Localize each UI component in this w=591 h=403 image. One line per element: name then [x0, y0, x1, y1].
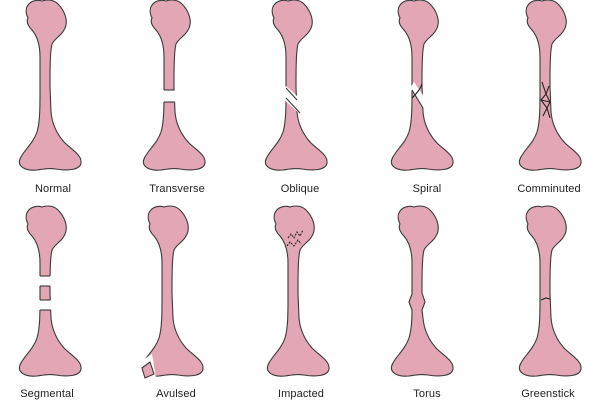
bone-greenstick — [519, 206, 581, 376]
bone-torus — [391, 206, 453, 376]
label-transverse: Transverse — [122, 183, 232, 195]
bone-comminuted — [519, 0, 581, 170]
bone-impacted — [267, 206, 329, 376]
label-greenstick: Greenstick — [493, 388, 591, 400]
label-comminuted: Comminuted — [494, 183, 591, 195]
label-impacted: Impacted — [246, 388, 356, 400]
bone-segmental — [19, 206, 81, 376]
bone-oblique — [265, 0, 327, 170]
bone-normal — [19, 0, 81, 170]
label-segmental: Segmental — [0, 388, 102, 400]
label-normal: Normal — [0, 183, 108, 195]
bone-avulsed — [138, 206, 203, 378]
label-oblique: Oblique — [245, 183, 355, 195]
label-avulsed: Avulsed — [121, 388, 231, 400]
bone-transverse — [143, 0, 205, 170]
label-torus: Torus — [372, 388, 482, 400]
label-spiral: Spiral — [372, 183, 482, 195]
bone-spiral — [391, 0, 453, 170]
